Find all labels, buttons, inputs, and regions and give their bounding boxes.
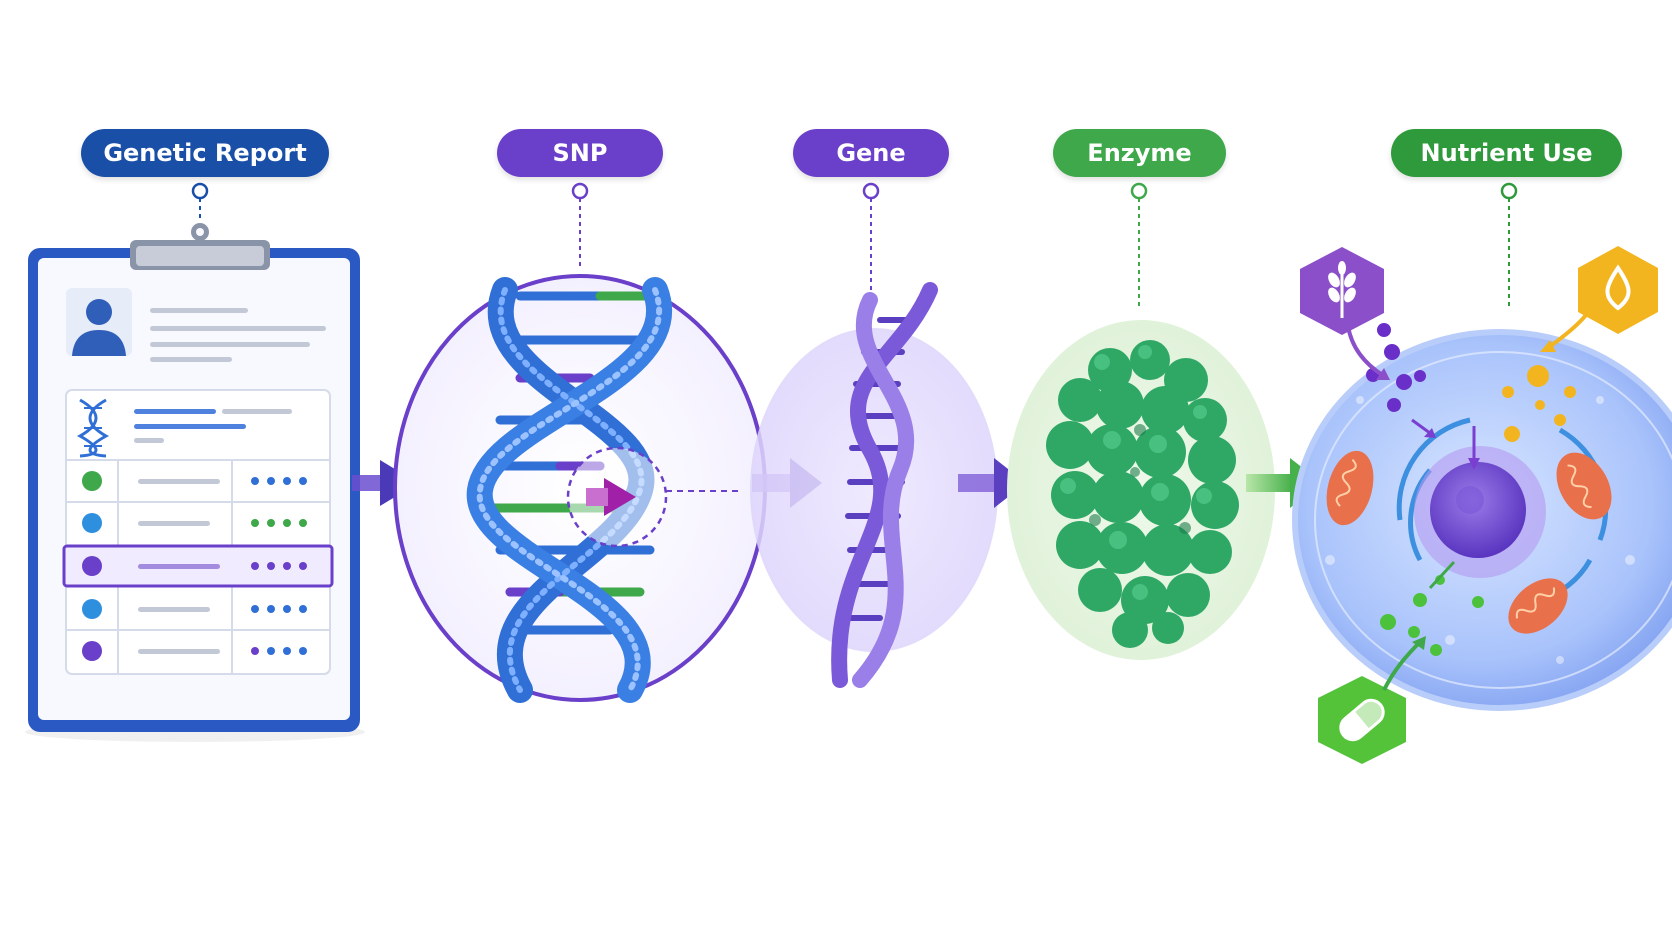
mitochondrion (1556, 452, 1612, 520)
label-nutrient-use: Nutrient Use (1391, 129, 1622, 177)
table-row-highlighted (62, 544, 334, 588)
connector-snp (571, 182, 589, 270)
pill-icon (1318, 636, 1426, 764)
table-row (82, 471, 307, 491)
water-drop-icon (1540, 246, 1658, 352)
table-row (82, 641, 307, 661)
connector-gene (862, 182, 880, 292)
connector-genetic-report (191, 182, 209, 222)
table-row (82, 513, 307, 533)
snp-dna-helix (393, 274, 767, 703)
connector-nutrient-use (1500, 182, 1518, 310)
dna-icon (76, 398, 110, 458)
mitochondrion (1508, 578, 1568, 634)
enzyme-protein (1007, 320, 1275, 660)
label-genetic-report: Genetic Report (81, 129, 329, 177)
mitochondrion (1326, 450, 1374, 526)
clipboard-icon (25, 223, 365, 742)
label-enzyme: Enzyme (1053, 129, 1226, 177)
label-gene: Gene (793, 129, 949, 177)
gene-helix (750, 282, 998, 688)
connector-enzyme (1130, 182, 1148, 310)
label-snp: SNP (497, 129, 663, 177)
cell-nutrient-use (1292, 323, 1672, 711)
table-row (82, 599, 307, 619)
wheat-icon (1300, 247, 1390, 380)
